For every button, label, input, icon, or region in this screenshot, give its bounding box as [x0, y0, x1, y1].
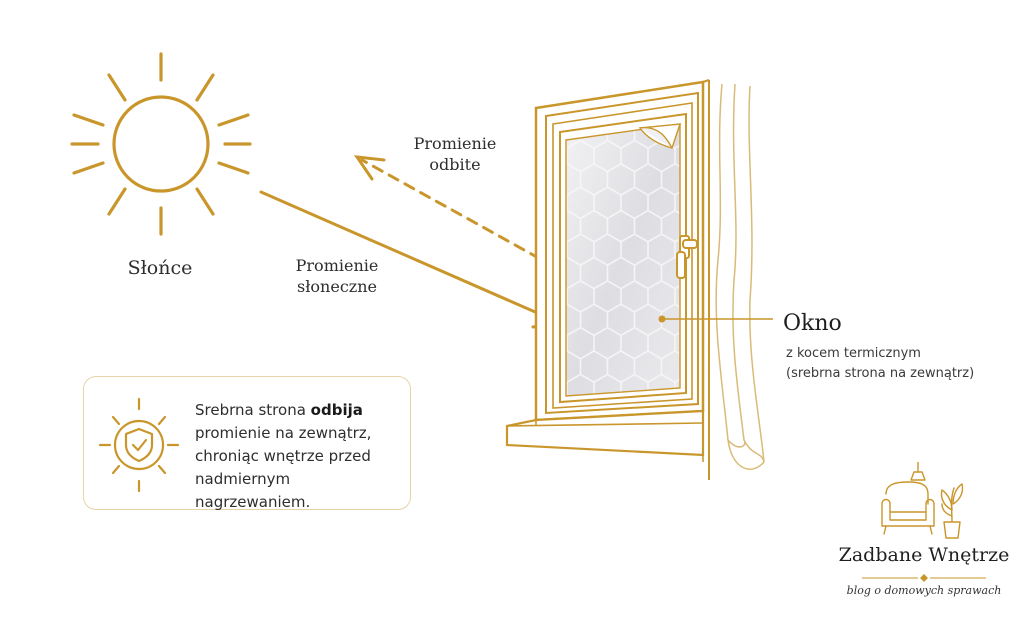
lamp-icon: [910, 462, 926, 481]
armchair-icon: [881, 462, 964, 539]
window-illustration: [505, 79, 710, 480]
window-subtitle-2: (srebrna strona na zewnątrz): [786, 366, 975, 381]
sun-label: Słońce: [127, 257, 193, 279]
sun-ray-label-line-1: Promienie: [295, 256, 379, 275]
window-subtitle-1: z kocem termicznym: [786, 346, 921, 361]
brand-logo: Zadbane Wnętrze blog o domowych sprawach: [836, 462, 1012, 612]
sun-icon: [70, 52, 252, 236]
curtain: [715, 83, 765, 470]
plant-icon: [940, 483, 964, 539]
info-card-text: Srebrna strona odbija promienie na zewną…: [195, 399, 407, 514]
reflected-ray-label: Promienie odbite: [380, 134, 530, 176]
brand-name: Zadbane Wnętrze: [838, 544, 1010, 566]
info-text-part-2: promienie na zewnątrz, chroniąc wnętrze …: [195, 424, 372, 511]
info-text-bold: odbija: [310, 401, 363, 419]
window-title: Okno: [783, 311, 842, 336]
info-text-part-1: Srebrna strona: [195, 401, 311, 419]
shield-check-icon: [98, 397, 180, 493]
reflected-ray-label-line-1: Promienie: [413, 134, 497, 153]
brand-divider: [862, 574, 986, 582]
brand-tagline: blog o domowych sprawach: [846, 584, 1002, 597]
window-sill: [505, 409, 705, 457]
sun-ray-label-line-2: słoneczne: [297, 276, 377, 296]
peeled-corner: [638, 123, 682, 149]
info-card: Srebrna strona odbija promienie na zewną…: [83, 376, 411, 511]
window-handle-icon: [676, 235, 698, 279]
sun-ray-label: Promienie słoneczne: [262, 256, 412, 298]
reflected-ray-label-line-2: odbite: [429, 154, 481, 174]
